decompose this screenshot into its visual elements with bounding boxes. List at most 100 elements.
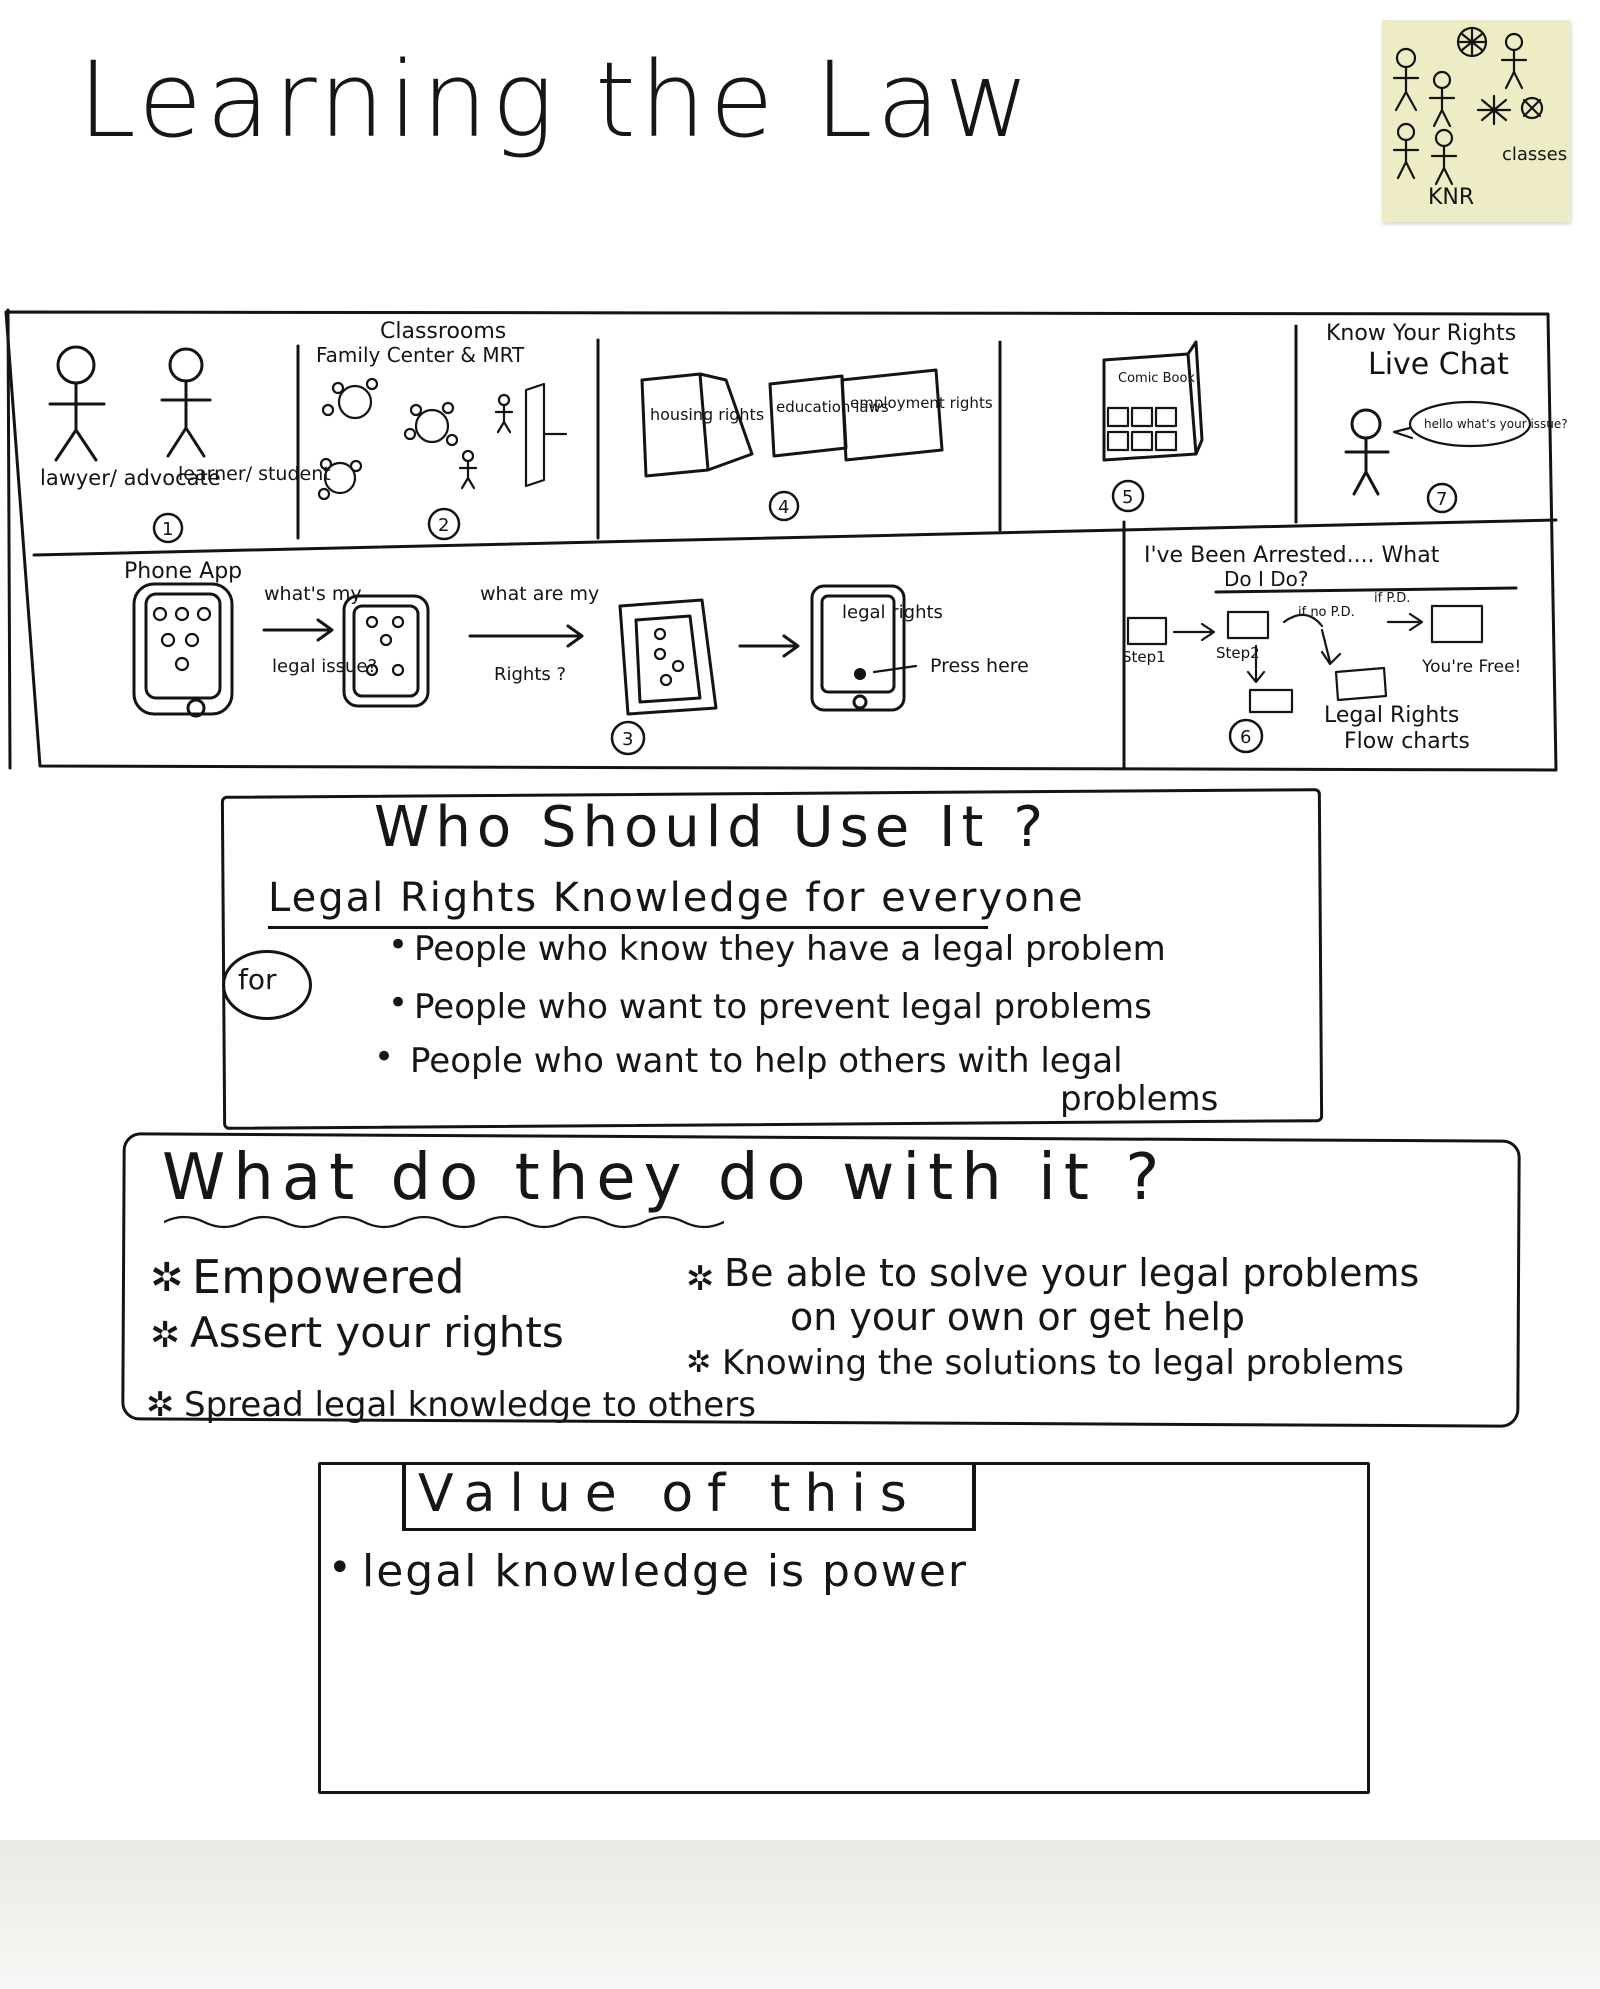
panel-4: housing rights education laws employment… (640, 368, 993, 522)
flow-youre-free: You're Free! (1421, 657, 1521, 677)
phone-3-dots (653, 627, 685, 687)
panel-6-underline (1214, 586, 1518, 594)
panel-2-title-top: Classrooms (380, 319, 506, 344)
panel-7: Know Your Rights Live Chat hello what's … (1326, 321, 1568, 514)
asterisk-icon: ✲ (686, 1345, 712, 1380)
sticky-note: classes KNR (1382, 20, 1570, 222)
storyboard-frame (4, 310, 1558, 772)
panel-number: 4 (778, 497, 789, 518)
phone-3 (618, 598, 718, 716)
value-heading-bracket (402, 1462, 976, 1531)
comic-panels (1106, 406, 1178, 452)
value-item: legal knowledge is power (362, 1546, 969, 1597)
poster-sheet (0, 0, 1600, 1840)
storyboard-left-edge (6, 308, 12, 770)
for-badge (222, 950, 312, 1020)
panel-number: 3 (622, 729, 633, 750)
speech-bubble (1408, 400, 1532, 448)
arrow-2-bottom-label: Rights ? (494, 664, 566, 685)
panel-1: lawyer/ advocate learner/ student 1 (40, 345, 331, 544)
what-left-item: Empowered (192, 1250, 465, 1304)
press-pointer (872, 664, 918, 674)
phone-button (854, 668, 866, 680)
what-heading: What do they do with it ? (162, 1141, 1168, 1215)
flowchart (1126, 604, 1484, 714)
press-here-label: Press here (930, 655, 1029, 677)
who-subheading: Legal Rights Knowledge for everyone (268, 875, 1085, 921)
flow-step-2: Step2 (1216, 644, 1260, 662)
book-employment-label: employment rights (850, 394, 993, 412)
page-title: Learning the Law (78, 39, 1034, 161)
flow-if-no-pd: if no P.D. (1298, 605, 1355, 620)
arrow-1 (262, 618, 334, 642)
what-right-item: Knowing the solutions to legal problems (722, 1343, 1404, 1383)
who-item-continued: problems (1060, 1079, 1219, 1119)
book-housing (640, 372, 754, 478)
panel-number: 7 (1436, 489, 1447, 510)
what-left-item: Spread legal knowledge to others (184, 1385, 756, 1425)
panel-number: 1 (162, 519, 173, 540)
panel-3: Phone App what's my legal issue? what ar… (124, 559, 1029, 756)
panel-number: 5 (1122, 487, 1133, 508)
stick-figure-learner (160, 347, 212, 458)
phone-2 (342, 594, 430, 708)
panel-number: 6 (1240, 727, 1251, 748)
who-item: People who want to prevent legal problem… (414, 987, 1152, 1027)
what-right-item: Be able to solve your legal problems (724, 1251, 1420, 1295)
value-item-bullet: • (328, 1545, 352, 1591)
who-item-bullet: • (388, 983, 409, 1023)
value-section (318, 1462, 1370, 1794)
comic-book-label: Comic Book (1118, 371, 1195, 386)
phone-2-dots (365, 615, 405, 677)
panel-6-caption-bottom: Flow charts (1344, 729, 1470, 754)
who-subheading-underline (268, 926, 988, 929)
arrow-2-top-label: what are my (480, 583, 599, 605)
stick-figure-lawyer (48, 345, 106, 462)
sticky-label-classes: classes (1502, 144, 1567, 165)
arrow-1-bottom-label: legal issue? (272, 656, 377, 677)
panel-7-title-top: Know Your Rights (1326, 321, 1516, 346)
asterisk-icon: ✲ (686, 1259, 715, 1299)
who-heading: Who Should Use It ? (374, 795, 1050, 860)
arrow-2 (468, 624, 584, 648)
storyboard-row-divider (32, 518, 1558, 557)
for-label: for (238, 963, 277, 996)
panel-7-title-bottom: Live Chat (1368, 347, 1509, 382)
sticky-label-knr: KNR (1428, 185, 1474, 210)
book-education (768, 374, 848, 458)
asterisk-icon: ✲ (150, 1315, 181, 1356)
what-right-item-continued: on your own or get help (790, 1295, 1245, 1339)
phone-1-dots (152, 606, 212, 672)
value-heading: Value of this (418, 1464, 921, 1524)
panel-6-title-top: I've Been Arrested.... What (1144, 543, 1440, 568)
panel-2: Classrooms Family Center & MRT 2 (316, 319, 568, 541)
book-employment (840, 368, 944, 462)
who-item: People who want to help others with lega… (410, 1041, 1123, 1081)
classroom-drawing (317, 377, 568, 501)
label-learner-student: learner/ student (178, 463, 331, 485)
storyboard-column-dividers (296, 324, 1298, 770)
who-item-bullet: • (374, 1037, 395, 1077)
storyboard: lawyer/ advocate learner/ student 1 Clas… (4, 308, 1568, 772)
book-education-label: education laws (776, 398, 889, 416)
book-housing-label: housing rights (650, 405, 764, 424)
what-left-item: Assert your rights (190, 1308, 564, 1357)
label-lawyer-advocate: lawyer/ advocate (40, 466, 221, 490)
sticky-note-drawing: classes KNR (1392, 26, 1567, 210)
panel-6-caption-top: Legal Rights (1324, 703, 1459, 728)
comic-book (1102, 340, 1204, 462)
what-heading-underline (164, 1215, 724, 1229)
panel-5: Comic Book 5 (1102, 340, 1204, 513)
phone-4 (810, 584, 906, 712)
speech-bubble-text: hello what's your issue? (1424, 417, 1568, 431)
flow-step-1: Step1 (1122, 648, 1166, 666)
panel-2-title-bottom: Family Center & MRT (316, 343, 525, 367)
who-item: People who know they have a legal proble… (414, 929, 1166, 969)
background-floor (0, 1840, 1600, 1989)
stick-figure-chat (1344, 408, 1390, 496)
asterisk-icon: ✲ (150, 1255, 184, 1301)
who-item-bullet: • (388, 925, 409, 965)
panel-3-title: Phone App (124, 559, 242, 584)
arrow-3 (738, 634, 800, 658)
flow-if-pd: if P.D. (1374, 591, 1410, 606)
